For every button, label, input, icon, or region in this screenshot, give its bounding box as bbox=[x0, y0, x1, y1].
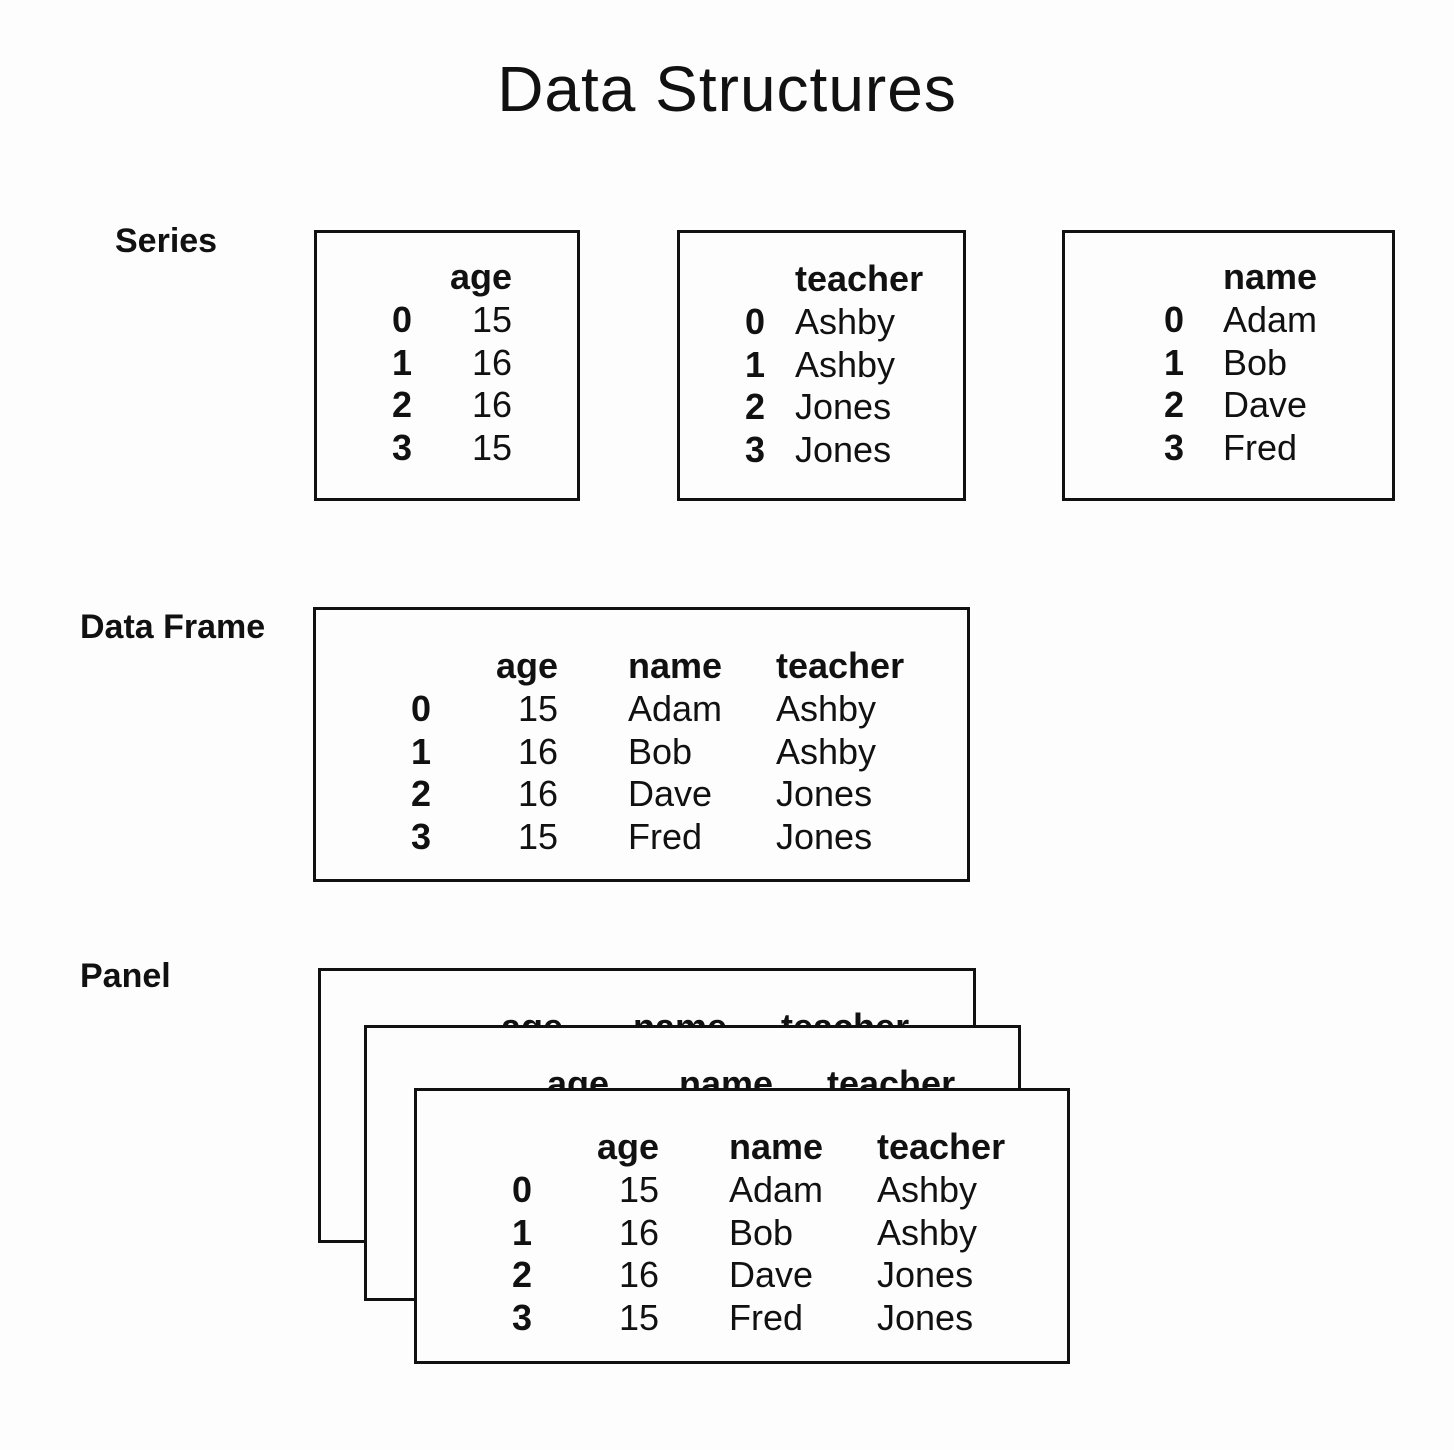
row-index: 2 bbox=[511, 1254, 533, 1295]
row-index: 2 bbox=[410, 773, 432, 814]
column-header-name: name bbox=[729, 1126, 824, 1167]
panel-label: Panel bbox=[80, 957, 171, 995]
name-cell: Dave bbox=[729, 1254, 814, 1295]
age-cell: 15 bbox=[517, 688, 558, 729]
teacher-cell: Ashby bbox=[877, 1211, 978, 1253]
row-index: 1 bbox=[1163, 341, 1185, 383]
name-cell: Adam bbox=[1223, 299, 1318, 340]
teacher-cell: Jones bbox=[795, 386, 892, 427]
page-title: Data Structures bbox=[497, 53, 957, 125]
teacher-cell: Jones bbox=[877, 1296, 974, 1338]
series-label: Series bbox=[115, 222, 218, 260]
row-index: 3 bbox=[1163, 426, 1185, 468]
age-cell: 16 bbox=[471, 384, 512, 425]
row-index: 1 bbox=[391, 341, 413, 383]
row-index: 3 bbox=[511, 1296, 533, 1338]
age-cell: 16 bbox=[618, 1254, 659, 1295]
age-cell: 16 bbox=[471, 341, 512, 383]
row-index: 1 bbox=[511, 1211, 533, 1253]
row-index: 0 bbox=[1163, 299, 1185, 340]
row-index: 2 bbox=[1163, 384, 1185, 425]
column-header-age: age bbox=[596, 1126, 659, 1167]
column-header-teacher: teacher bbox=[795, 258, 924, 299]
row-index: 3 bbox=[744, 428, 766, 470]
name-cell: Bob bbox=[1223, 341, 1288, 383]
row-index: 1 bbox=[410, 730, 432, 772]
age-cell: 15 bbox=[471, 426, 512, 468]
row-index: 0 bbox=[410, 688, 432, 729]
name-cell: Fred bbox=[628, 815, 703, 857]
teacher-cell: Ashby bbox=[776, 730, 877, 772]
teacher-cell: Jones bbox=[795, 428, 892, 470]
row-index: 1 bbox=[744, 343, 766, 385]
teacher-cell: Jones bbox=[877, 1254, 974, 1295]
column-header-teacher: teacher bbox=[877, 1126, 1006, 1167]
column-header-name: name bbox=[1223, 256, 1318, 297]
row-index: 3 bbox=[410, 815, 432, 857]
age-cell: 15 bbox=[471, 299, 512, 340]
age-cell: 15 bbox=[618, 1296, 659, 1338]
teacher-cell: Ashby bbox=[795, 301, 896, 342]
teacher-cell: Jones bbox=[776, 815, 873, 857]
age-cell: 15 bbox=[618, 1169, 659, 1210]
teacher-cell: Jones bbox=[776, 773, 873, 814]
name-cell: Fred bbox=[729, 1296, 804, 1338]
age-cell: 16 bbox=[517, 730, 558, 772]
row-index: 0 bbox=[391, 299, 413, 340]
teacher-cell: Ashby bbox=[795, 343, 896, 385]
name-cell: Bob bbox=[628, 730, 693, 772]
series-age-box: age 0 15 1 16 2 16 3 15 bbox=[314, 230, 580, 501]
column-header-name: name bbox=[628, 645, 723, 686]
column-header-age: age bbox=[495, 645, 558, 686]
row-index: 2 bbox=[391, 384, 413, 425]
age-cell: 16 bbox=[517, 773, 558, 814]
column-header-teacher: teacher bbox=[776, 645, 905, 686]
row-index: 3 bbox=[391, 426, 413, 468]
name-cell: Adam bbox=[729, 1169, 824, 1210]
age-cell: 16 bbox=[618, 1211, 659, 1253]
column-header-age: age bbox=[449, 256, 512, 297]
name-cell: Bob bbox=[729, 1211, 794, 1253]
name-cell: Dave bbox=[1223, 384, 1308, 425]
row-index: 0 bbox=[511, 1169, 533, 1210]
teacher-cell: Ashby bbox=[776, 688, 877, 729]
series-name-table: name 0 Adam 1 Bob 2 Dave 3 Fred bbox=[1125, 255, 1343, 469]
teacher-cell: Ashby bbox=[877, 1169, 978, 1210]
series-age-table: age 0 15 1 16 2 16 3 15 bbox=[372, 255, 512, 469]
series-name-box: name 0 Adam 1 Bob 2 Dave 3 Fred bbox=[1062, 230, 1395, 501]
data-frame-label: Data Frame bbox=[80, 608, 266, 646]
name-cell: Fred bbox=[1223, 426, 1298, 468]
age-cell: 15 bbox=[517, 815, 558, 857]
row-index: 2 bbox=[744, 386, 766, 427]
row-index: 0 bbox=[744, 301, 766, 342]
name-cell: Adam bbox=[628, 688, 723, 729]
name-cell: Dave bbox=[628, 773, 713, 814]
